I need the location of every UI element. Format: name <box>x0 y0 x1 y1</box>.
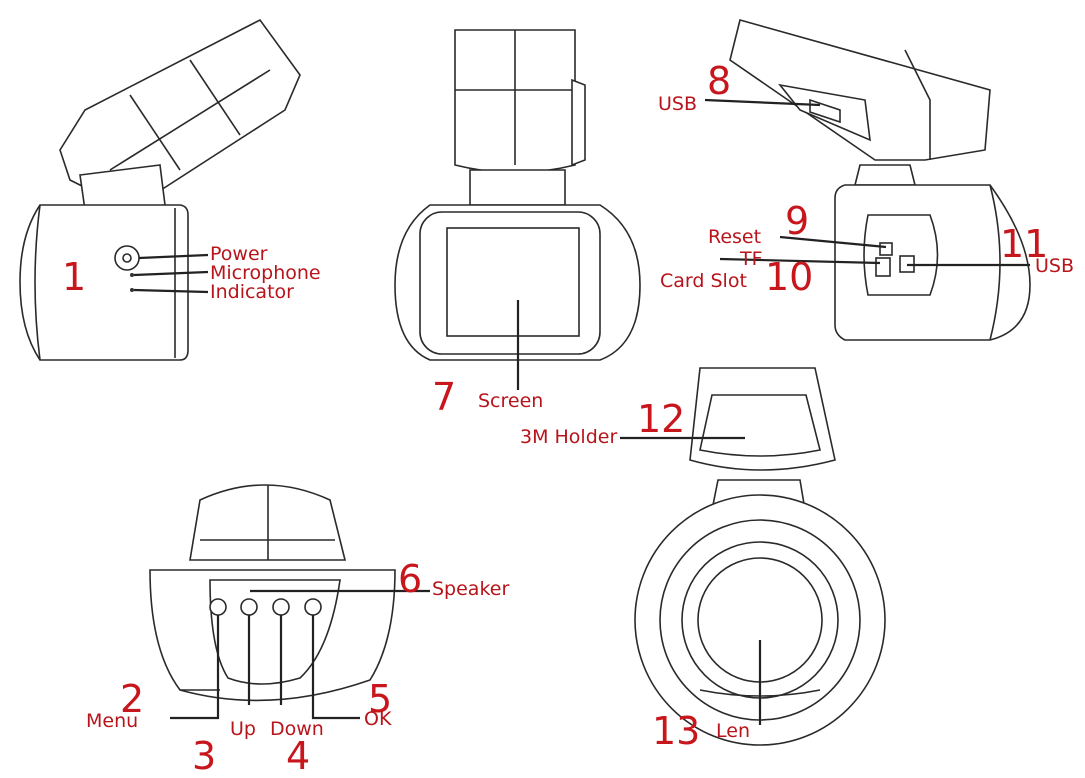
callout-number-10: 10 <box>765 255 814 299</box>
label-usb-side: USB <box>1035 255 1075 277</box>
label-menu: Menu <box>86 710 139 732</box>
callout-number-12: 12 <box>637 397 686 441</box>
label-up: Up <box>230 718 256 740</box>
callout-number-1: 1 <box>62 255 87 299</box>
label-card-slot: Card Slot <box>660 270 747 292</box>
callout-number-9: 9 <box>785 199 810 243</box>
label-ok: OK <box>364 708 392 730</box>
label-usb-top: USB <box>658 93 698 115</box>
label-down: Down <box>270 718 324 740</box>
side-view-left <box>19 18 301 361</box>
label-tf: TF <box>740 248 763 270</box>
bottom-view-buttons <box>149 484 430 720</box>
label-indicator: Indicator <box>210 281 294 303</box>
label-screen: Screen <box>478 390 544 412</box>
callout-number-2: 2 <box>120 677 145 721</box>
label-power: Power <box>210 243 268 265</box>
back-view-lens <box>620 367 886 746</box>
callout-number-6: 6 <box>398 557 423 601</box>
callout-number-4: 4 <box>286 734 311 778</box>
front-view-screen <box>394 29 641 390</box>
callout-number-11: 11 <box>1000 222 1049 266</box>
callout-number-3: 3 <box>192 734 217 778</box>
callout-number-5: 5 <box>368 677 393 721</box>
callout-number-8: 8 <box>707 59 732 103</box>
callout-number-13: 13 <box>652 709 701 753</box>
label-len: Len <box>716 720 750 742</box>
label-microphone: Microphone <box>210 262 321 284</box>
label-reset: Reset <box>708 226 762 248</box>
label-speaker: Speaker <box>432 578 510 600</box>
callout-number-7: 7 <box>432 375 457 419</box>
label-3m-holder: 3M Holder <box>520 426 618 448</box>
rear-view-ports <box>704 19 1031 341</box>
